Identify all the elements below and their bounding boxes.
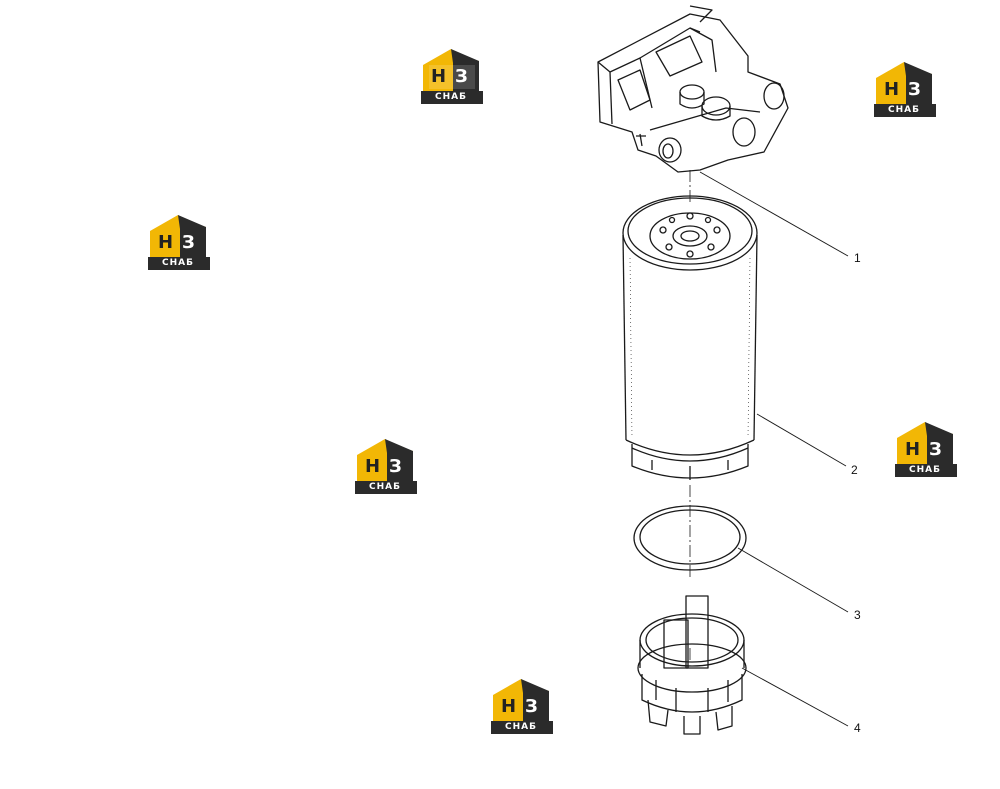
callout-2: 2 [851, 463, 858, 477]
seal-ring [633, 505, 747, 571]
filter-cartridge [622, 195, 758, 480]
callout-3: 3 [854, 608, 861, 622]
leader-line-3 [737, 547, 849, 613]
leader-line-2 [756, 413, 847, 467]
leader-line-4 [741, 667, 849, 727]
callout-1: 1 [854, 251, 861, 265]
callout-4: 4 [854, 721, 861, 735]
separator-bowl [637, 595, 747, 735]
filter-head [597, 5, 789, 173]
leader-line-1 [699, 171, 849, 257]
